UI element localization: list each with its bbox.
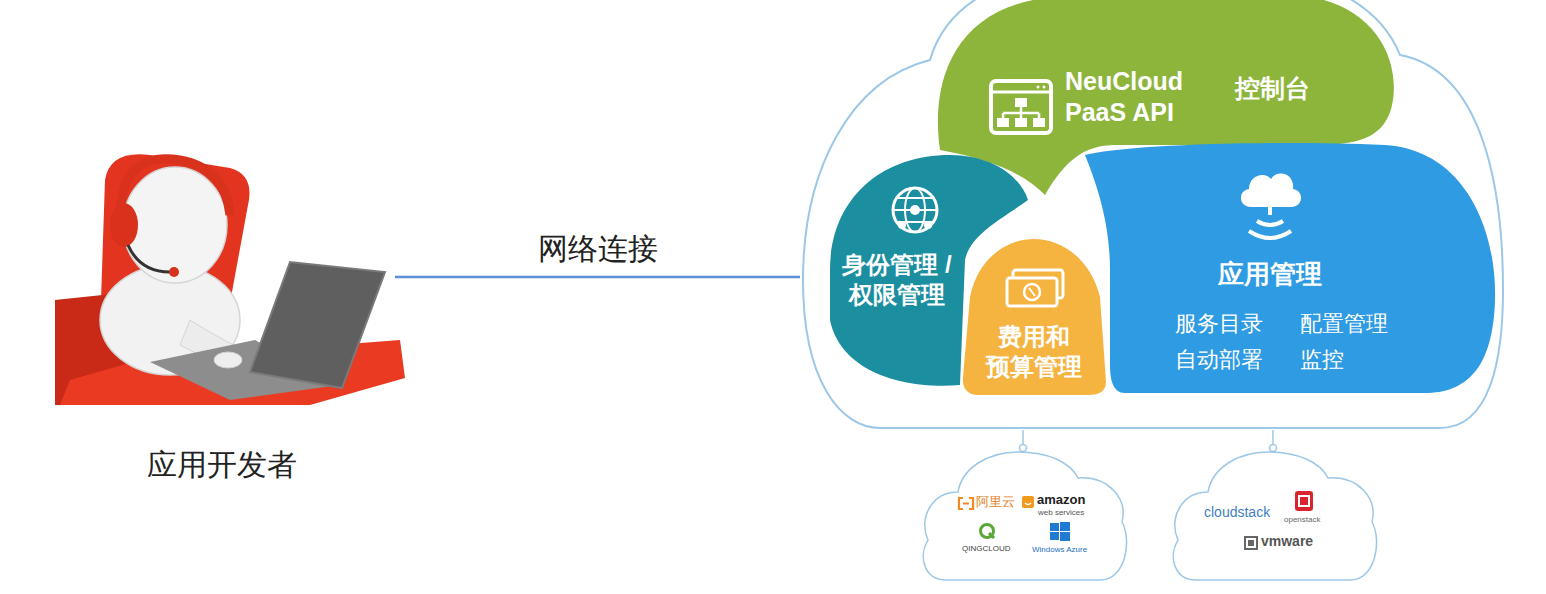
headphone-band [120,159,230,220]
qingcloud-logo [978,522,996,540]
developer-node: 应用开发者 [50,150,395,495]
region-blob [963,239,1106,395]
junction-dot [1270,445,1277,452]
region-title: 身份管理 /权限管理 [832,250,962,310]
openstack-logo [1294,490,1314,512]
region-title: 费用和 预算管理 [968,322,1100,382]
globe-icon [890,185,940,235]
edge-label: 网络连接 [534,231,662,267]
windows-logo [1050,522,1070,542]
developer-figure [55,154,405,405]
junction-dot [1020,445,1027,452]
region-title: 应用管理 [1205,258,1335,291]
network-link [395,276,800,279]
region-blob [1085,143,1495,393]
provider-name: cloudstack [1204,504,1284,522]
region-title: 控制台 [1235,73,1345,104]
feature-item: 配置管理 [1300,310,1400,338]
money-icon [1005,268,1065,310]
region-title: NeuCloud PaaS API [1065,66,1215,129]
feature-item: 自动部署 [1175,346,1275,374]
provider-name: Windows Azure [1032,545,1096,555]
cloud-outline [803,0,1503,428]
amazon-logo [1022,496,1034,508]
feature-item: 服务目录 [1175,310,1275,338]
microphone [169,267,179,277]
provider-subtitle: web services [1038,508,1094,518]
figure-hand [214,352,242,368]
small-cloud-outline [923,452,1126,580]
private-cloud-pool: cloudstackopenstack vmware [1168,448,1378,583]
feature-item: 监控 [1300,346,1400,374]
billing-region: 费用和 预算管理 [958,237,1110,397]
small-cloud-outline [1173,452,1376,580]
provider-name: QINGCLOUD [962,544,1014,554]
aliyun-logo [958,497,974,510]
paas-cloud: NeuCloud PaaS API控制台身份管理 /权限管理费用和 预算管理应用… [800,0,1505,430]
provider-name: openstack [1284,515,1330,525]
small-cloud-outline [1168,448,1378,583]
cloud-signal-icon [1235,165,1305,243]
public-cloud-pool: 阿里云 amazonweb servicesQINGCLOUD Windows Az… [918,448,1128,583]
figure-head [123,167,227,283]
actor-label: 应用开发者 [117,446,327,484]
laptop-lid [250,262,385,388]
provider-name: amazon [1037,492,1097,508]
provider-name: 阿里云 [976,494,1020,510]
headphone-cup [110,203,138,247]
provider-name: vmware [1261,533,1325,551]
vmware-logo [1244,536,1258,550]
app-management-region: 应用管理服务目录配置管理自动部署监控 [1065,140,1495,395]
microphone-arm [128,245,170,272]
sitemap-icon [988,78,1054,136]
small-cloud-outline [918,448,1128,583]
